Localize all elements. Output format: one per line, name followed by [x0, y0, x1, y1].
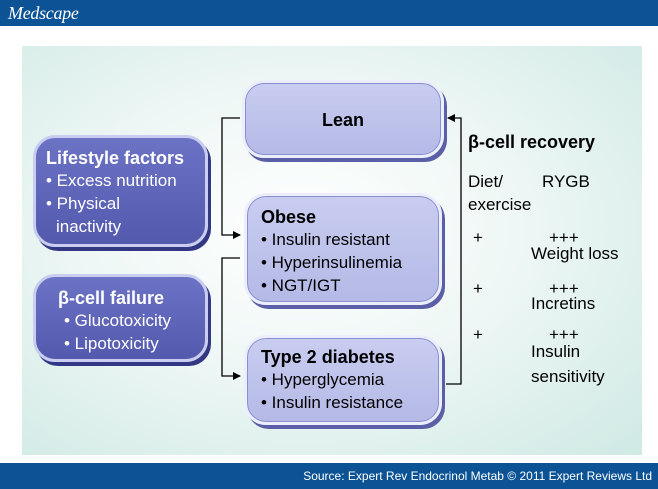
rygb-effect: +++ — [549, 279, 579, 298]
effect-label: Insulin — [531, 342, 581, 361]
effect-label: Weight loss — [531, 244, 619, 263]
diet-header: Diet/ — [468, 172, 503, 191]
lifestyle-title: Lifestyle factors — [46, 148, 185, 168]
lifestyle-item: • Physical — [46, 194, 120, 213]
rygb-header: RYGB — [542, 172, 590, 191]
lean-title: Lean — [321, 110, 364, 130]
header-bar: Medscape — [0, 0, 658, 26]
diet-effect: + — [473, 279, 483, 298]
effect-label: Incretins — [531, 294, 596, 313]
obese-item: • Insulin resistant — [261, 230, 390, 249]
obese-title: Obese — [261, 207, 317, 227]
beta-failure-item: • Lipotoxicity — [64, 334, 159, 353]
recovery-title: β-cell recovery — [468, 132, 596, 152]
t2d-item: • Insulin resistance — [261, 393, 404, 412]
footer-bar: Source: Expert Rev Endocrinol Metab © 20… — [0, 463, 658, 489]
lean-box: Lean — [242, 80, 444, 158]
diet-effect: + — [473, 228, 483, 247]
arrow-recovery-to-lean — [446, 114, 462, 385]
obese-item: • NGT/IGT — [261, 276, 341, 295]
rygb-effect: +++ — [549, 228, 579, 247]
beta-cell-failure-box: β-cell failure • Glucotoxicity • Lipotox… — [33, 274, 208, 362]
diet-effect: + — [473, 325, 483, 344]
t2d-item: • Hyperglycemia — [261, 370, 385, 389]
t2d-title: Type 2 diabetes — [261, 347, 395, 367]
type2-diabetes-box: Type 2 diabetes • Hyperglycemia • Insuli… — [244, 335, 442, 425]
medscape-logo: Medscape — [8, 3, 79, 23]
lifestyle-factors-box: Lifestyle factors • Excess nutrition • P… — [33, 135, 208, 247]
beta-failure-item: • Glucotoxicity — [64, 311, 172, 330]
rygb-effect: +++ — [549, 325, 579, 344]
lifestyle-item-continued: inactivity — [56, 217, 122, 236]
effect-label-continued: sensitivity — [531, 367, 605, 386]
obese-item: • Hyperinsulinemia — [261, 253, 403, 272]
lifestyle-item: • Excess nutrition — [46, 171, 177, 190]
arrow-lean-to-obese — [221, 117, 241, 239]
obese-box: Obese • Insulin resistant • Hyperinsulin… — [244, 193, 442, 305]
exercise-header: exercise — [468, 195, 532, 214]
beta-failure-title: β-cell failure — [58, 288, 165, 308]
arrow-obese-to-t2d — [221, 257, 241, 380]
source-citation: Source: Expert Rev Endocrinol Metab © 20… — [303, 469, 652, 483]
